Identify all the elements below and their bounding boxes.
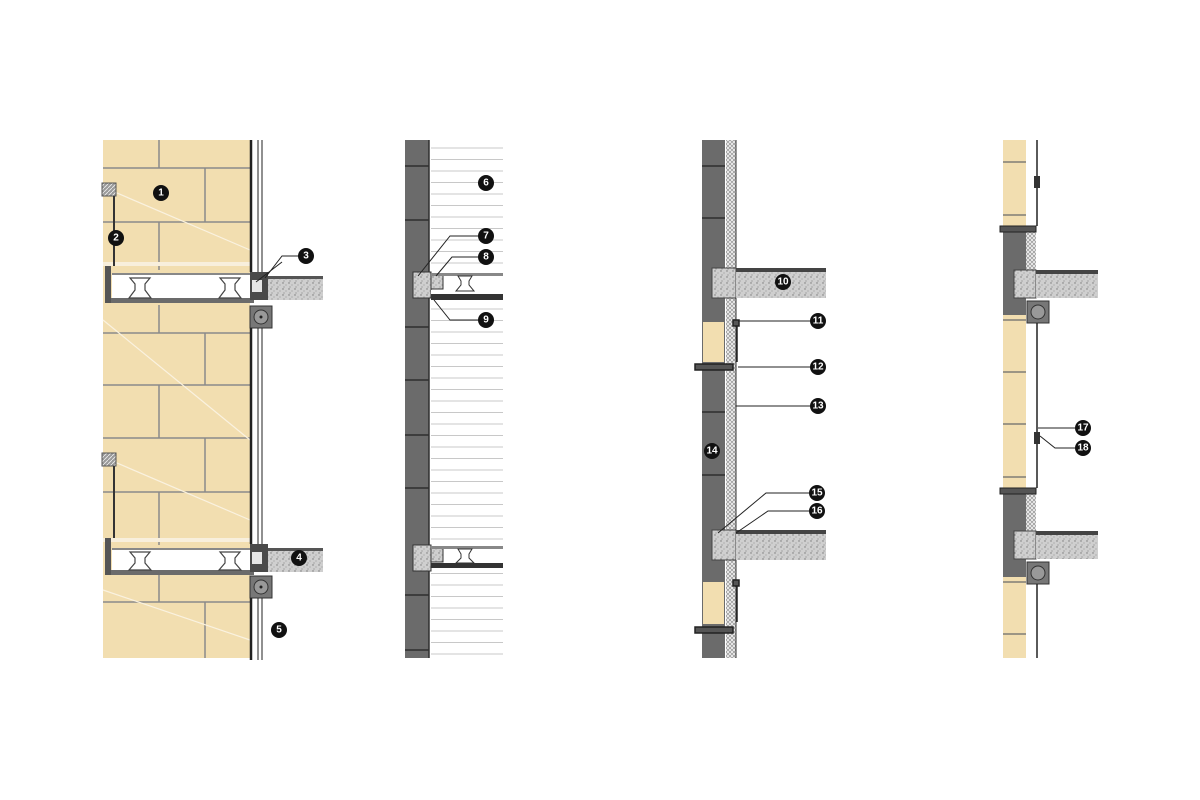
svg-text:11: 11 xyxy=(813,316,824,327)
label-12: 12 xyxy=(810,359,826,375)
label-5: 5 xyxy=(271,622,287,638)
svg-text:17: 17 xyxy=(1077,423,1089,434)
lamella-facing xyxy=(431,147,503,655)
svg-text:2: 2 xyxy=(113,233,119,244)
svg-text:15: 15 xyxy=(811,488,823,499)
label-11: 11 xyxy=(810,313,826,329)
svg-text:16: 16 xyxy=(811,506,823,517)
panel-2 xyxy=(405,140,503,658)
stone-texture xyxy=(102,189,251,641)
label-9: 9 xyxy=(478,312,494,328)
stone-cladding xyxy=(1003,140,1026,658)
panel-1 xyxy=(101,140,323,660)
label-7: 7 xyxy=(478,228,494,244)
svg-text:4: 4 xyxy=(296,553,302,564)
label-14: 14 xyxy=(704,443,720,459)
label-1: 1 xyxy=(153,185,169,201)
svg-text:3: 3 xyxy=(303,251,309,262)
svg-text:1: 1 xyxy=(158,188,164,199)
svg-text:13: 13 xyxy=(812,401,824,412)
svg-text:6: 6 xyxy=(483,178,489,189)
svg-text:9: 9 xyxy=(483,315,489,326)
stone-joints xyxy=(103,140,250,658)
label-13: 13 xyxy=(810,398,826,414)
stone-cladding xyxy=(103,140,250,658)
label-2: 2 xyxy=(108,230,124,246)
label-10: 10 xyxy=(775,274,791,290)
glazing xyxy=(249,140,263,660)
svg-text:14: 14 xyxy=(706,446,718,457)
label-17: 17 xyxy=(1075,420,1091,436)
svg-text:8: 8 xyxy=(483,252,489,263)
svg-text:12: 12 xyxy=(812,362,824,373)
label-8: 8 xyxy=(478,249,494,265)
label-4: 4 xyxy=(291,550,307,566)
label-18: 18 xyxy=(1075,440,1091,456)
svg-text:7: 7 xyxy=(483,231,489,242)
label-15: 15 xyxy=(809,485,825,501)
panel-4 xyxy=(999,140,1098,658)
masonry-wall xyxy=(405,140,429,658)
svg-text:18: 18 xyxy=(1077,443,1089,454)
label-3: 3 xyxy=(298,248,314,264)
callout-labels: 1 2 3 4 5 6 7 8 9 10 11 12 13 14 15 16 1… xyxy=(108,175,1091,638)
raised-floor-2 xyxy=(101,452,323,599)
svg-text:10: 10 xyxy=(777,277,789,288)
label-16: 16 xyxy=(809,503,825,519)
panel-3 xyxy=(694,140,826,658)
svg-text:5: 5 xyxy=(276,625,282,636)
label-6: 6 xyxy=(478,175,494,191)
insulation xyxy=(726,140,736,658)
